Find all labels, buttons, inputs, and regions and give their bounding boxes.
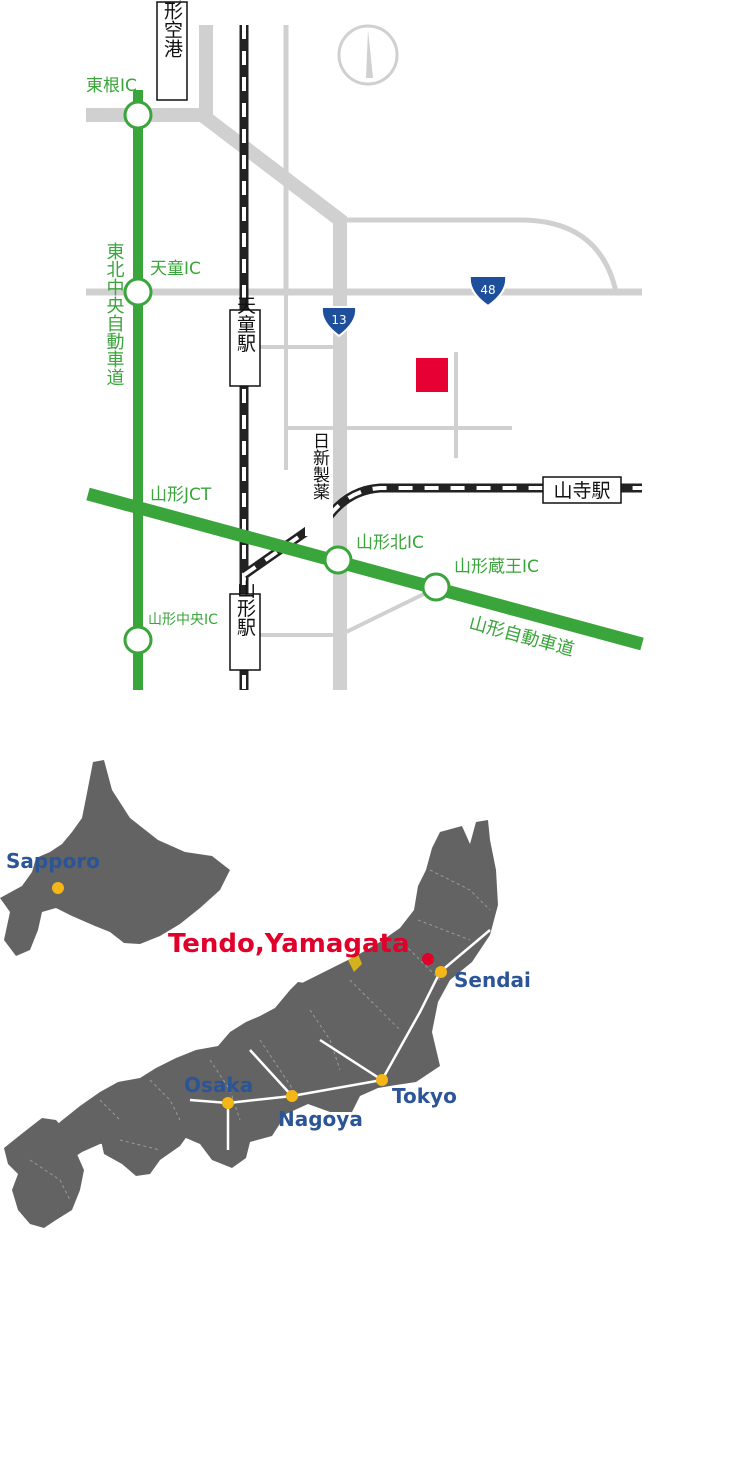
- airport-box: 山形空港: [156, 0, 188, 101]
- nisshin-seiyaku-label-group: 日新製薬: [305, 432, 333, 536]
- yamagata-zao-ic-label: 山形蔵王IC: [454, 557, 539, 577]
- osaka-label: Osaka: [184, 1073, 253, 1097]
- tendo-yamagata-dot: [422, 953, 434, 965]
- shikoku-shape: [100, 1112, 190, 1176]
- sapporo-dot: [52, 882, 64, 894]
- nagoya-label: Nagoya: [278, 1107, 363, 1131]
- shinkansen-lines: [189, 929, 491, 1150]
- kyushu-shape: [4, 1118, 84, 1228]
- yamagata-station-label: 山形駅: [234, 579, 256, 637]
- yamagata-jct-label: 山形JCT: [150, 485, 212, 505]
- tohoku-expressway-label: 東北中央自動車道: [104, 242, 125, 386]
- tendo-yamagata-label: Tendo,Yamagata: [168, 929, 410, 959]
- yamadera-station-label: 山寺駅: [553, 480, 610, 502]
- route-13-shield-icon: 13: [320, 306, 358, 338]
- destination-marker: [416, 358, 448, 392]
- airport-label: 山形空港: [161, 0, 183, 58]
- sendai-dot: [435, 966, 447, 978]
- higashine-ic-label: 東根IC: [86, 76, 137, 96]
- city-dots: [52, 882, 447, 1109]
- yamagata-kita-ic-label: 山形北IC: [356, 533, 424, 553]
- expressways: [86, 90, 644, 690]
- yamagata-station-box: 山形駅: [229, 579, 261, 671]
- route-13-label: 13: [331, 313, 346, 327]
- tendo-ic-label: 天童IC: [150, 259, 201, 279]
- japan-map: Sapporo Tendo,Yamagata Sendai Tokyo Nago…: [0, 760, 531, 1228]
- tokyo-label: Tokyo: [392, 1084, 457, 1108]
- interchange-markers: [123, 100, 451, 655]
- tendo-station-label: 天童駅: [234, 296, 256, 354]
- yamagata-chuo-ic-label: 山形中央IC: [148, 612, 218, 628]
- sado-island-shape: [348, 954, 362, 972]
- north-compass-icon: [337, 24, 399, 86]
- yamadera-station-box: 山寺駅: [542, 476, 622, 504]
- prefecture-borders: [29, 869, 491, 1201]
- hokkaido-shape: [0, 760, 230, 956]
- area-map: 13 48 山形空港 天童駅 山形駅 山寺駅 日新製薬 東根IC 天童IC 山形…: [86, 0, 644, 690]
- nisshin-seiyaku-label: 日新製薬: [309, 432, 330, 500]
- tokyo-dot: [376, 1074, 388, 1086]
- route-48-shield-icon: 48: [468, 275, 508, 308]
- noto-peninsula-shape: [288, 982, 312, 1010]
- osaka-dot: [222, 1097, 234, 1109]
- nagoya-dot: [286, 1090, 298, 1102]
- sendai-label: Sendai: [454, 968, 531, 992]
- sapporo-label: Sapporo: [6, 849, 100, 873]
- tendo-station-box: 天童駅: [229, 296, 261, 387]
- route-48-label: 48: [480, 283, 495, 297]
- local-roads: [86, 25, 642, 690]
